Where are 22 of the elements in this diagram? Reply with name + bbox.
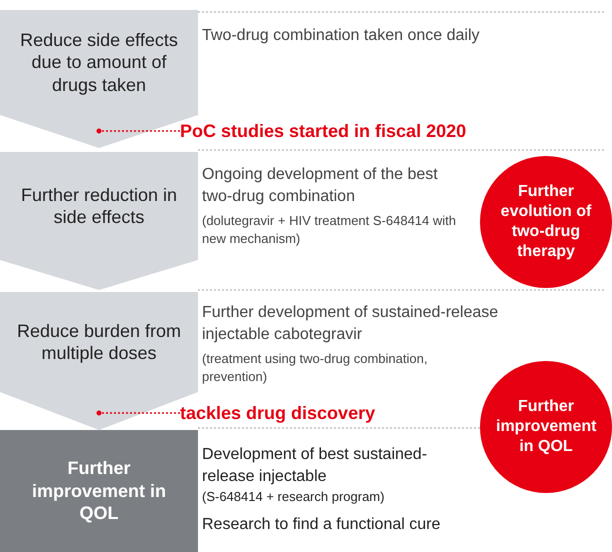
description-text: Two-drug combination taken once daily — [202, 26, 480, 46]
node-label: Reduce side effects due to amount of drugs taken — [19, 28, 179, 96]
callout-text: tackles drug discovery — [180, 402, 376, 424]
callout-text: PoC studies started in fiscal 2020 — [180, 120, 466, 142]
node-label: Further improvement in QOL — [30, 457, 168, 525]
leader-line — [96, 128, 180, 134]
node-label: Further reduction in side effects — [20, 184, 178, 228]
description-text: (treatment using two-drug combination, prevention) — [202, 350, 428, 386]
description-text: Further development of sustained-release injectable cabotegravir — [202, 303, 500, 346]
description-text: (S-648414 + research program) — [202, 488, 384, 506]
node-label: Reduce burden from multiple doses — [16, 320, 182, 364]
node-label: Further evolution of two-drug therapy — [500, 182, 592, 262]
node-label: Further improvement in QOL — [496, 397, 596, 457]
leader-line — [96, 410, 180, 416]
chevron-box — [0, 152, 198, 290]
heading-box — [0, 430, 198, 552]
description-text: Ongoing development of the best two-drug combination — [202, 165, 439, 208]
description-text: Development of best sustained-release injectable — [202, 445, 428, 488]
circle-badge — [480, 361, 612, 493]
circle-badge — [480, 156, 612, 288]
description-text: Research to find a functional cure — [202, 515, 440, 535]
description-text: (dolutegravir + HIV treatment S-648414 with new mechanism) — [202, 212, 457, 248]
